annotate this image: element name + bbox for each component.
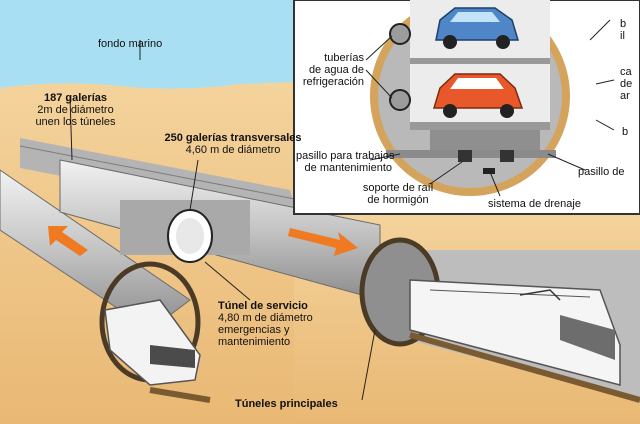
arrow-left [48, 226, 88, 256]
sea-area [0, 0, 294, 90]
pipes-label: tuberías de agua de refrigeración [302, 52, 364, 88]
galleries-label: 187 galerías 2m de diámetro unen los tún… [28, 92, 123, 128]
truncated-label-b2: b [622, 126, 629, 138]
service-tunnel-label: Túnel de servicio 4,80 m de diámetro eme… [218, 300, 313, 348]
arrow-right [288, 228, 358, 256]
truncated-label-b: b il [620, 18, 627, 42]
train-left-window [150, 345, 195, 368]
train-right-window [560, 315, 615, 360]
main-tunnels-label: Túneles principales [235, 398, 338, 410]
galleries-title: 187 galerías [44, 92, 107, 104]
truncated-label-ca: ca de ar [620, 66, 633, 102]
walkway-label: pasillo para trabajos de mantenimiento [296, 150, 395, 174]
train-right [409, 279, 621, 386]
pipe-bottom [389, 89, 411, 111]
rail-support-label: soporte de raíl de hormigón [362, 182, 434, 206]
cross-galleries-title: 250 galerías transversales [164, 132, 302, 144]
seabed-label: fondo marino [98, 38, 163, 50]
drainage-pipe [483, 168, 495, 174]
pantograph [519, 289, 561, 301]
rail-support-left [458, 150, 472, 162]
walkway-right-label: pasillo de [578, 166, 625, 178]
cross-galleries-label: 250 galerías transversales 4,60 m de diá… [148, 132, 318, 156]
service-tunnel-title: Túnel de servicio [218, 300, 308, 312]
pipe-top [389, 23, 411, 45]
drainage-label: sistema de drenaje [488, 198, 581, 210]
rail-support-right [500, 150, 514, 162]
